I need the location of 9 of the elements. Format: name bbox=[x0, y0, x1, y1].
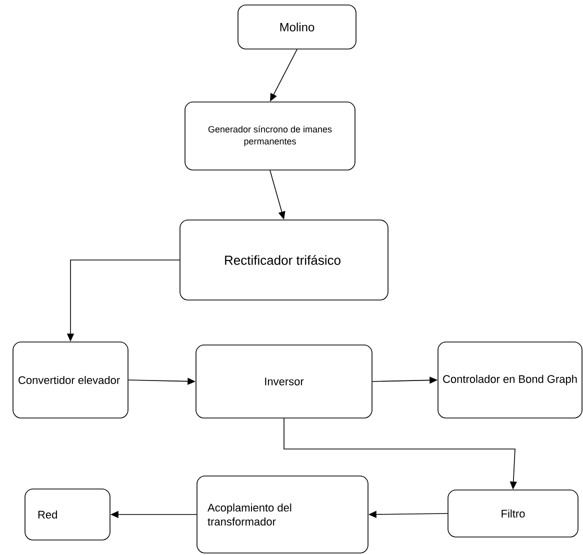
process-box: Inversor bbox=[196, 344, 372, 418]
process-box: Convertidor elevador bbox=[12, 342, 128, 418]
process-box: Rectificador trifásico bbox=[180, 220, 388, 300]
process-box: Molino bbox=[238, 4, 356, 50]
process-box: Controlador en Bond Graph bbox=[438, 342, 582, 418]
process-box: Filtro bbox=[448, 490, 578, 538]
process-box: Generador síncrono de imanes permanentes bbox=[184, 102, 356, 170]
process-box: Acoplamiento del transformador bbox=[196, 476, 368, 554]
process-box: Red bbox=[24, 488, 110, 540]
